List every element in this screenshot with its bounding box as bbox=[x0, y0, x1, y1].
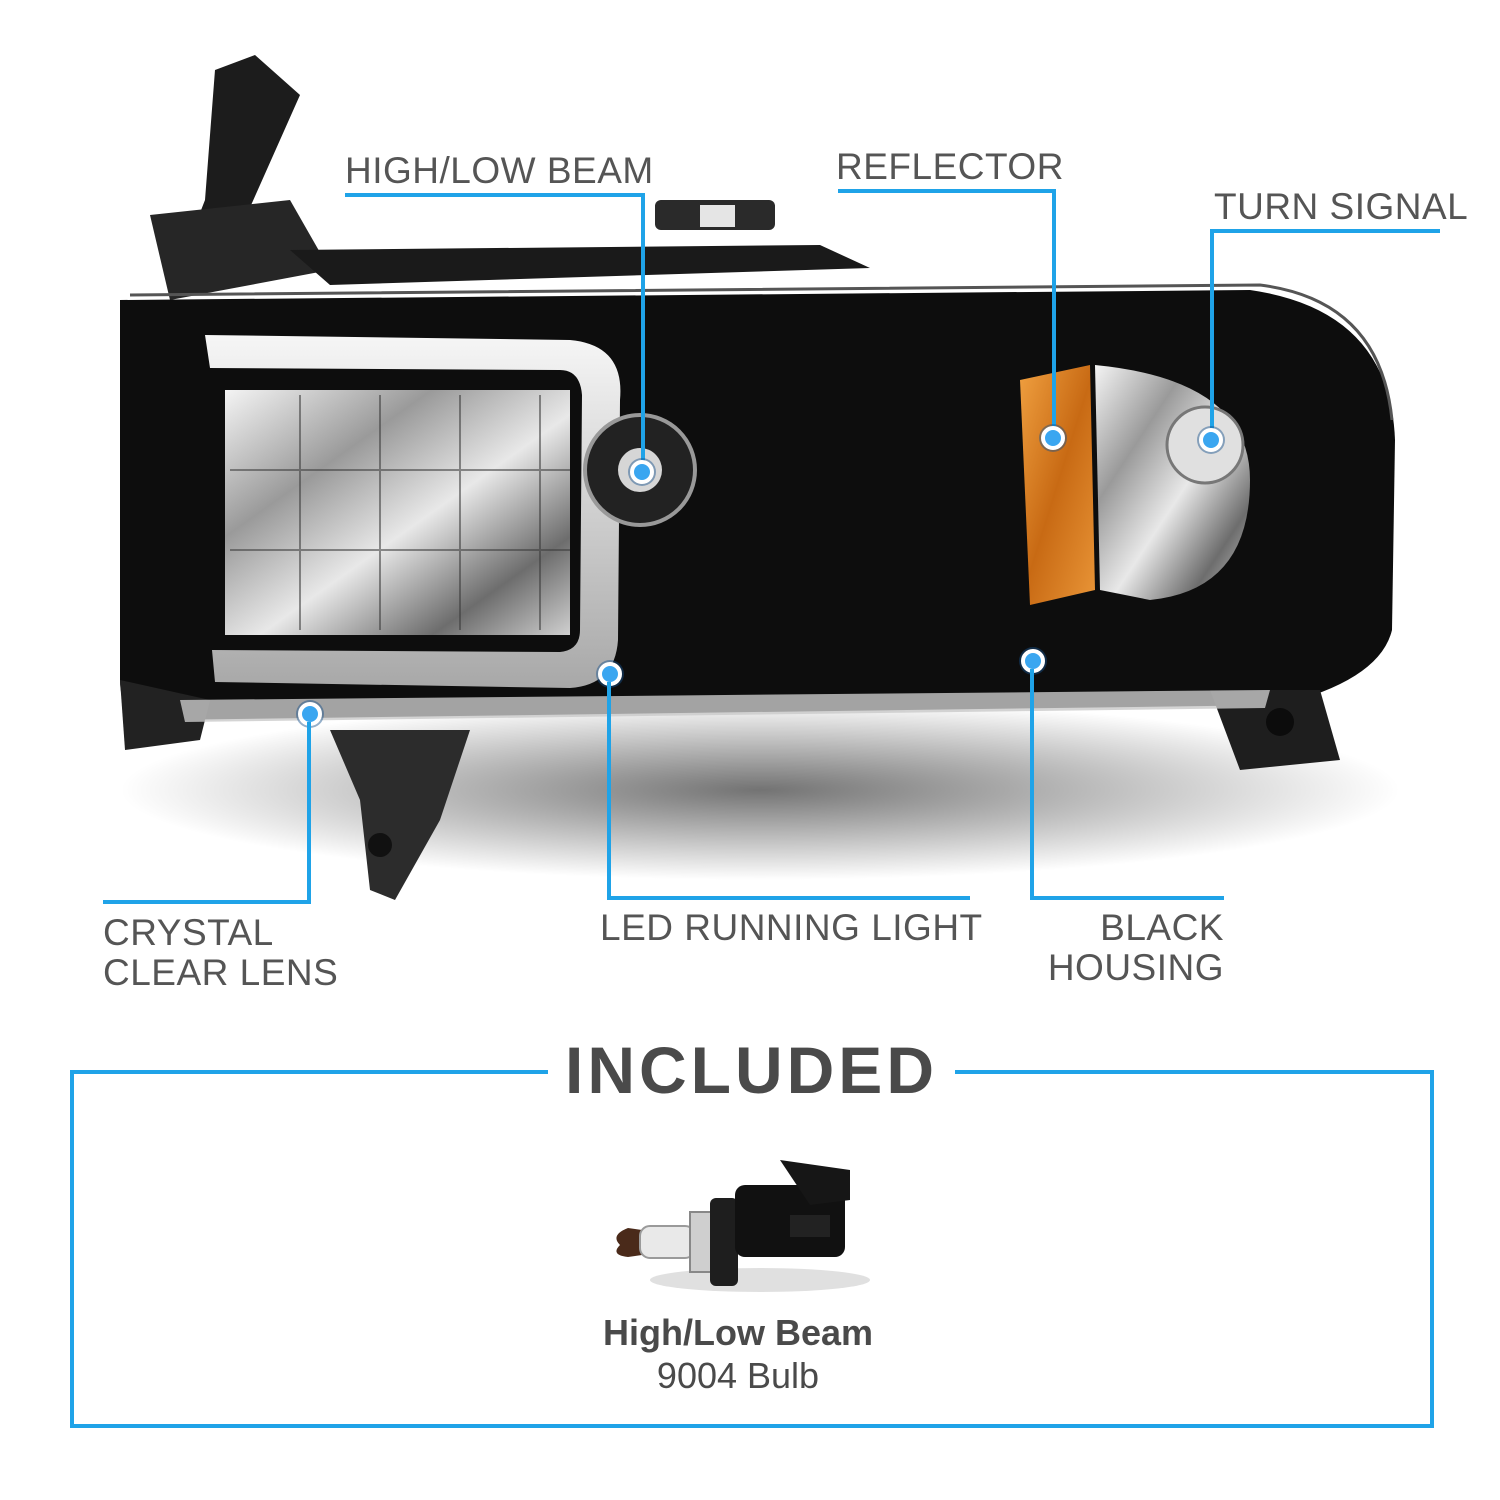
reflector-label: REFLECTOR bbox=[836, 146, 1064, 187]
turn-signal-marker bbox=[1199, 428, 1223, 452]
high-low-beam-leader-h bbox=[345, 193, 645, 197]
crystal-clear-lens-leader-h bbox=[103, 900, 311, 904]
included-box-top-left bbox=[70, 1070, 548, 1074]
included-box bbox=[70, 1070, 1434, 1428]
high-low-beam-label: HIGH/LOW BEAM bbox=[345, 150, 654, 191]
included-item-name: High/Low Beam bbox=[602, 1312, 874, 1353]
black-housing-label-line1: BLACK bbox=[1100, 907, 1224, 948]
included-box-top-right bbox=[955, 1070, 1430, 1074]
crystal-clear-lens-leader-v bbox=[307, 722, 311, 904]
led-running-light bbox=[205, 335, 621, 688]
reflector-marker bbox=[1041, 426, 1065, 450]
led-running-light-label: LED RUNNING LIGHT bbox=[600, 907, 983, 948]
crystal-clear-lens-label-line2: CLEAR LENS bbox=[103, 952, 339, 993]
included-heading: INCLUDED bbox=[565, 1033, 938, 1107]
led-running-light-leader-v bbox=[607, 682, 611, 900]
turn-signal-leader-h bbox=[1210, 229, 1440, 233]
turn-signal-label: TURN SIGNAL bbox=[1214, 186, 1469, 227]
high-low-beam-leader-v bbox=[641, 193, 645, 468]
floor-shadow bbox=[120, 700, 1400, 880]
turn-signal-leader-v bbox=[1210, 229, 1214, 433]
reflector-leader-v bbox=[1052, 189, 1056, 434]
led-running-light-leader-h bbox=[607, 896, 970, 900]
reflector-leader-h bbox=[838, 189, 1056, 193]
crystal-clear-lens-marker bbox=[298, 702, 322, 726]
included-item-type: 9004 Bulb bbox=[656, 1355, 820, 1396]
crystal-clear-lens-label-line1: CRYSTAL bbox=[103, 912, 274, 953]
clear-lens-strip bbox=[180, 690, 1270, 722]
bulb-illustration bbox=[616, 1160, 870, 1292]
amber-reflector bbox=[1020, 365, 1095, 605]
high-low-beam-reflector bbox=[225, 390, 570, 635]
black-housing-leader-v bbox=[1030, 669, 1034, 900]
black-housing-leader-h bbox=[1030, 896, 1224, 900]
headlight-illustration bbox=[120, 55, 1400, 900]
black-housing-label-line2: HOUSING bbox=[1047, 947, 1224, 988]
high-low-beam-marker bbox=[630, 460, 654, 484]
